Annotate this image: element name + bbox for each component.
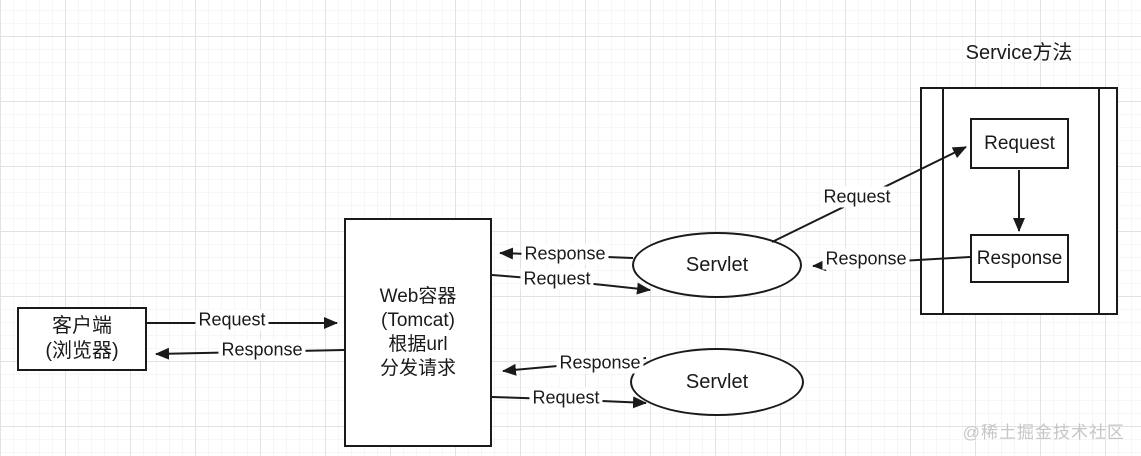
edge-label-servlet-bottom-request: Request: [529, 387, 603, 409]
service-response-label: Response: [976, 248, 1063, 269]
edge-label-client-request: Request: [195, 309, 269, 331]
service-frame-left-bar: [942, 89, 944, 313]
web-container-box: Web容器 (Tomcat) 根据url 分发请求: [344, 218, 492, 447]
watermark: @稀土掘金技术社区: [962, 423, 1125, 442]
client-label-line2: (浏览器): [45, 340, 119, 362]
web-container-label-line3: 根据url: [388, 333, 448, 355]
servlet-top-label: Servlet: [685, 253, 749, 276]
service-frame-right-bar: [1098, 89, 1100, 313]
servlet-bottom-ellipse: Servlet: [630, 348, 804, 416]
edge-label-servlet-top-response: Response: [521, 243, 609, 265]
web-container-label-line4: 分发请求: [379, 357, 456, 379]
edge-label-client-response: Response: [218, 339, 306, 361]
edge-label-servlet-top-request: Request: [520, 268, 594, 290]
service-response-box: Response: [970, 234, 1069, 283]
service-frame-title: Service方法: [965, 42, 1073, 64]
client-box: 客户端 (浏览器): [17, 307, 147, 371]
servlet-top-ellipse: Servlet: [632, 232, 802, 298]
web-container-label-line1: Web容器: [379, 285, 457, 307]
edge-label-servlet-bottom-response: Response: [556, 352, 644, 374]
web-container-label-line2: (Tomcat): [381, 309, 455, 331]
service-request-label: Request: [984, 133, 1055, 154]
servlet-bottom-label: Servlet: [685, 370, 749, 393]
client-label-line1: 客户端: [51, 315, 112, 337]
service-request-box: Request: [970, 118, 1069, 169]
edge-label-service-request: Request: [820, 186, 894, 208]
edge-label-service-response: Response: [822, 248, 910, 270]
